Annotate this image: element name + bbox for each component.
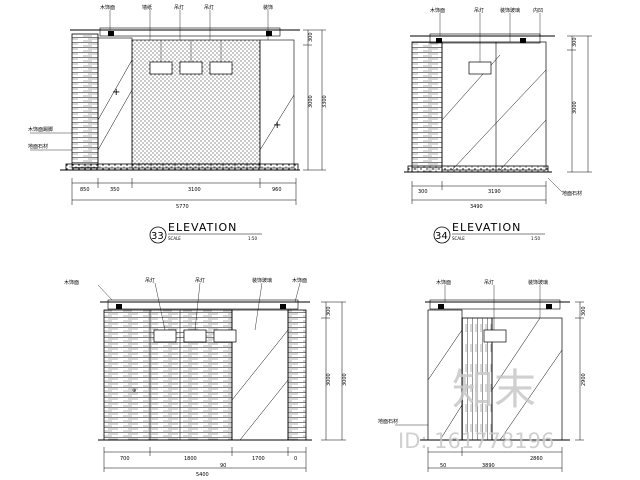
e33-total-dim: 5770 <box>176 204 189 210</box>
e33-dim-0: 850 <box>80 187 90 193</box>
e35-dim-1: 1800 <box>184 456 197 462</box>
elevation-36: 木饰面 吊灯 装饰玻璃 地面石材 50 2860 3890 300 2900 <box>378 279 587 472</box>
e36-label-1: 吊灯 <box>484 279 494 286</box>
e35-total-mid: 90 <box>220 463 226 469</box>
e34-bottom-dims: 300 3190 3490 地面石材 <box>411 177 582 210</box>
e35-dim-0: 700 <box>120 456 130 462</box>
e34-title: ELEVATION <box>452 221 521 234</box>
e35-label-4: 木饰面 <box>292 277 307 284</box>
e35-label-0: 木饰面 <box>64 279 79 286</box>
e34-title-block: 34 ELEVATION SCALE 1:50 <box>433 221 545 244</box>
e33-label-2: 吊灯 <box>174 4 184 11</box>
e34-total-dim: 3490 <box>470 204 483 210</box>
e36-dim-1: 2860 <box>530 456 543 462</box>
e36-total-dim: 3890 <box>482 463 495 469</box>
elevation-33: + + 木饰面 墙纸 吊灯 吊灯 装饰 木饰面踢脚 地面石材 <box>28 4 328 244</box>
e35-total-dim: 5400 <box>196 472 209 478</box>
e34-label-0: 木饰面 <box>430 7 445 14</box>
e36-rdim-0: 300 <box>581 306 587 316</box>
e33-title: ELEVATION <box>168 221 237 234</box>
e36-label-2: 装饰玻璃 <box>528 279 548 286</box>
e34-side-label: 地面石材 <box>562 190 582 197</box>
e33-dim-2: 3100 <box>188 187 201 193</box>
e33-label-4: 装饰 <box>263 4 273 11</box>
e33-scale-value: 1:50 <box>248 236 257 241</box>
e33-left-labels: 木饰面踢脚 地面石材 <box>28 126 72 151</box>
e35-label-1: 吊灯 <box>145 277 155 284</box>
e36-left-label: 地面石材 <box>378 418 398 425</box>
e34-scale-value: 1:50 <box>531 236 540 241</box>
e33-number: 33 <box>151 231 164 242</box>
e34-label-2: 装饰玻璃 <box>500 7 520 14</box>
e34-label-1: 吊灯 <box>474 7 484 14</box>
e33-top-labels: 木饰面 墙纸 吊灯 吊灯 装饰 <box>100 4 273 40</box>
e34-dim-0: 300 <box>418 189 428 195</box>
e34-rdim-1: 3000 <box>572 101 578 114</box>
e36-right-dims: 300 2900 <box>575 301 587 441</box>
svg-text:+: + <box>112 87 120 98</box>
e34-rdim-0: 300 <box>572 37 578 47</box>
e34-right-dims: 300 3000 <box>567 35 592 173</box>
e33-scale-label: SCALE <box>168 236 181 241</box>
e33-right-dims: 300 3000 3300 <box>303 29 328 171</box>
e33-label-1: 墙纸 <box>142 4 152 11</box>
e33-left-label-0: 木饰面踢脚 <box>28 126 53 133</box>
e35-rdim-0: 300 <box>326 306 332 316</box>
e33-dim-1: 350 <box>110 187 120 193</box>
watermark-logo-text: 知末 <box>452 365 536 414</box>
e35-bottom-dims: 700 1800 1700 0 90 5400 <box>103 447 307 478</box>
e33-rdim-2: 3300 <box>322 95 328 108</box>
e35-label-3: 装饰玻璃 <box>252 277 272 284</box>
e33-left-label-1: 地面石材 <box>28 143 48 150</box>
e33-rdim-1: 3000 <box>308 95 314 108</box>
e34-scale-label: SCALE <box>452 236 465 241</box>
e33-title-block: 33 ELEVATION SCALE 1:50 <box>149 221 262 244</box>
e35-rdim-2: 3000 <box>342 373 348 386</box>
e36-dim-0: 50 <box>440 463 446 469</box>
e34-top-labels: 木饰面 吊灯 装饰玻璃 内凹 <box>430 7 543 42</box>
e33-label-0: 木饰面 <box>100 4 115 11</box>
watermark-id: ID: 161778196 <box>398 429 554 453</box>
svg-text:⊕: ⊕ <box>132 388 136 394</box>
e33-rdim-0: 300 <box>308 32 314 42</box>
e33-label-3: 吊灯 <box>204 4 214 11</box>
e36-label-0: 木饰面 <box>436 279 451 286</box>
e35-rdim-1: 3000 <box>326 373 332 386</box>
e36-top-labels: 木饰面 吊灯 装饰玻璃 <box>436 279 548 318</box>
e35-dim-2: 1700 <box>252 456 265 462</box>
e35-top-labels: 木饰面 吊灯 吊灯 装饰玻璃 木饰面 <box>64 277 307 331</box>
svg-text:+: + <box>273 120 281 131</box>
e36-rdim-1: 2900 <box>581 373 587 386</box>
e35-right-dims: 300 3000 3000 <box>321 301 348 441</box>
e34-dim-1: 3190 <box>488 189 501 195</box>
elevation-34: 木饰面 吊灯 装饰玻璃 内凹 300 3190 3490 地面石材 300 30… <box>404 7 592 244</box>
e36-left-labels: 地面石材 <box>378 418 428 426</box>
e34-number: 34 <box>435 231 448 242</box>
e35-label-2: 吊灯 <box>195 277 205 284</box>
e33-bottom-dims: 850 350 3100 960 5770 <box>71 178 297 210</box>
e34-label-3: 内凹 <box>533 7 543 14</box>
e33-dim-3: 960 <box>272 187 282 193</box>
e36-bottom-dims: 50 2860 3890 <box>427 447 563 472</box>
elevation-35: ⊕ 木饰面 吊灯 吊灯 装饰玻璃 木饰面 700 1800 1700 0 <box>64 277 348 478</box>
watermark: 知末 ID: 161778196 <box>398 365 554 453</box>
e35-dim-3: 0 <box>294 456 297 462</box>
